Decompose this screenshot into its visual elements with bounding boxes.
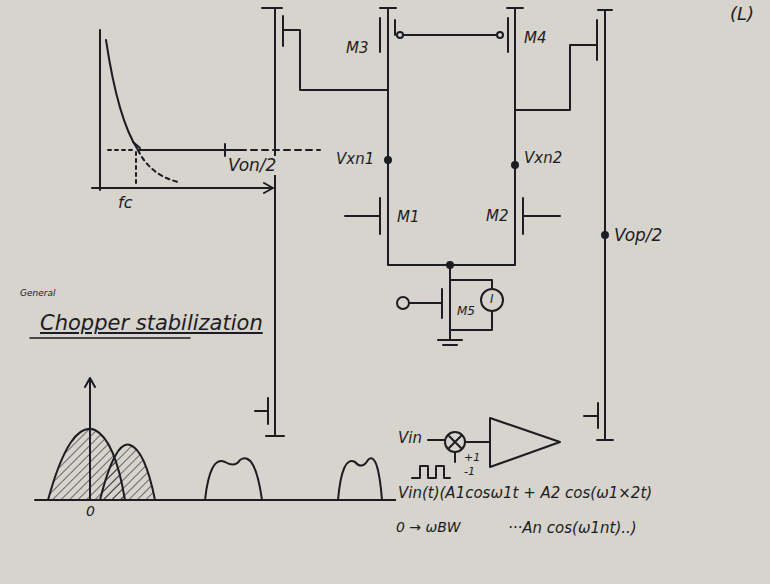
differential-pair-stroke [380, 8, 396, 55]
differential-pair-stroke [395, 20, 497, 35]
corner-mark: (L) [728, 4, 756, 24]
right-output-stage-stroke [584, 400, 613, 440]
chopper-block [412, 418, 560, 478]
signal-label: Von/2 [226, 156, 278, 175]
transistor-label: M3 [344, 40, 371, 57]
noise-plot [92, 30, 320, 193]
differential-pair-stroke [507, 8, 523, 55]
differential-pair-stroke [497, 32, 503, 38]
level-label: +1 [462, 452, 482, 464]
spectrum-sketch [30, 338, 430, 500]
differential-pair-stroke [515, 195, 560, 238]
differential-pair-stroke [512, 162, 518, 168]
equation: ···An cos(ω1nt)..) [506, 520, 639, 537]
transistor-label: M2 [484, 208, 511, 225]
left-output-stage-stroke [274, 50, 276, 395]
left-output-stage [255, 8, 388, 436]
noise-plot-stroke [240, 149, 320, 151]
chopper-block-stroke [454, 453, 456, 462]
noise-plot-stroke [108, 150, 136, 186]
chopper-block-stroke [445, 432, 465, 452]
chopper-block-stroke [449, 436, 461, 448]
chopper-block-stroke [412, 466, 450, 478]
left-output-stage-stroke [262, 8, 388, 90]
transistor-label: M5 [455, 305, 477, 318]
differential-pair-stroke [481, 289, 503, 311]
spectrum-sketch-stroke [100, 445, 155, 500]
differential-pair-stroke [515, 45, 597, 110]
right-output-stage-stroke [602, 232, 608, 238]
current-source-label: I [488, 293, 496, 306]
differential-pair-stroke [385, 157, 391, 163]
left-output-stage-stroke [255, 395, 284, 436]
differential-pair-stroke [450, 280, 492, 330]
frequency-label: fc [116, 194, 134, 212]
note: General [18, 289, 57, 299]
node-label: Vxn2 [522, 150, 564, 167]
transistor-label: M4 [522, 30, 549, 47]
differential-pair-stroke [388, 238, 515, 265]
chopper-block-stroke [428, 439, 444, 441]
noise-plot-stroke [138, 150, 178, 182]
axis-label: 0 [84, 504, 97, 519]
differential-pair [345, 8, 597, 345]
differential-pair-stroke [345, 195, 388, 238]
noise-plot-stroke [133, 142, 225, 156]
differential-pair-stroke [388, 55, 515, 195]
noise-plot-stroke [106, 40, 240, 150]
signal-label: Vop/2 [612, 226, 664, 245]
right-output-stage [584, 10, 613, 440]
transistor-label: M1 [395, 209, 422, 226]
spectrum-sketch-stroke [30, 337, 190, 339]
node-label: Vxn1 [334, 151, 376, 168]
signal-label: Vin [396, 430, 424, 447]
spectrum-sketch-stroke [205, 458, 262, 500]
equation: 0 → ωBW [394, 520, 463, 535]
differential-pair-stroke [397, 297, 409, 309]
spectrum-sketch-stroke [338, 458, 382, 500]
level-label: -1 [462, 466, 477, 478]
right-output-stage-stroke [597, 10, 612, 400]
equation: Vin(t)(A1cosω1t + A2 cos(ω1×2t) [396, 485, 654, 502]
section-heading: Chopper stabilization [38, 312, 265, 335]
